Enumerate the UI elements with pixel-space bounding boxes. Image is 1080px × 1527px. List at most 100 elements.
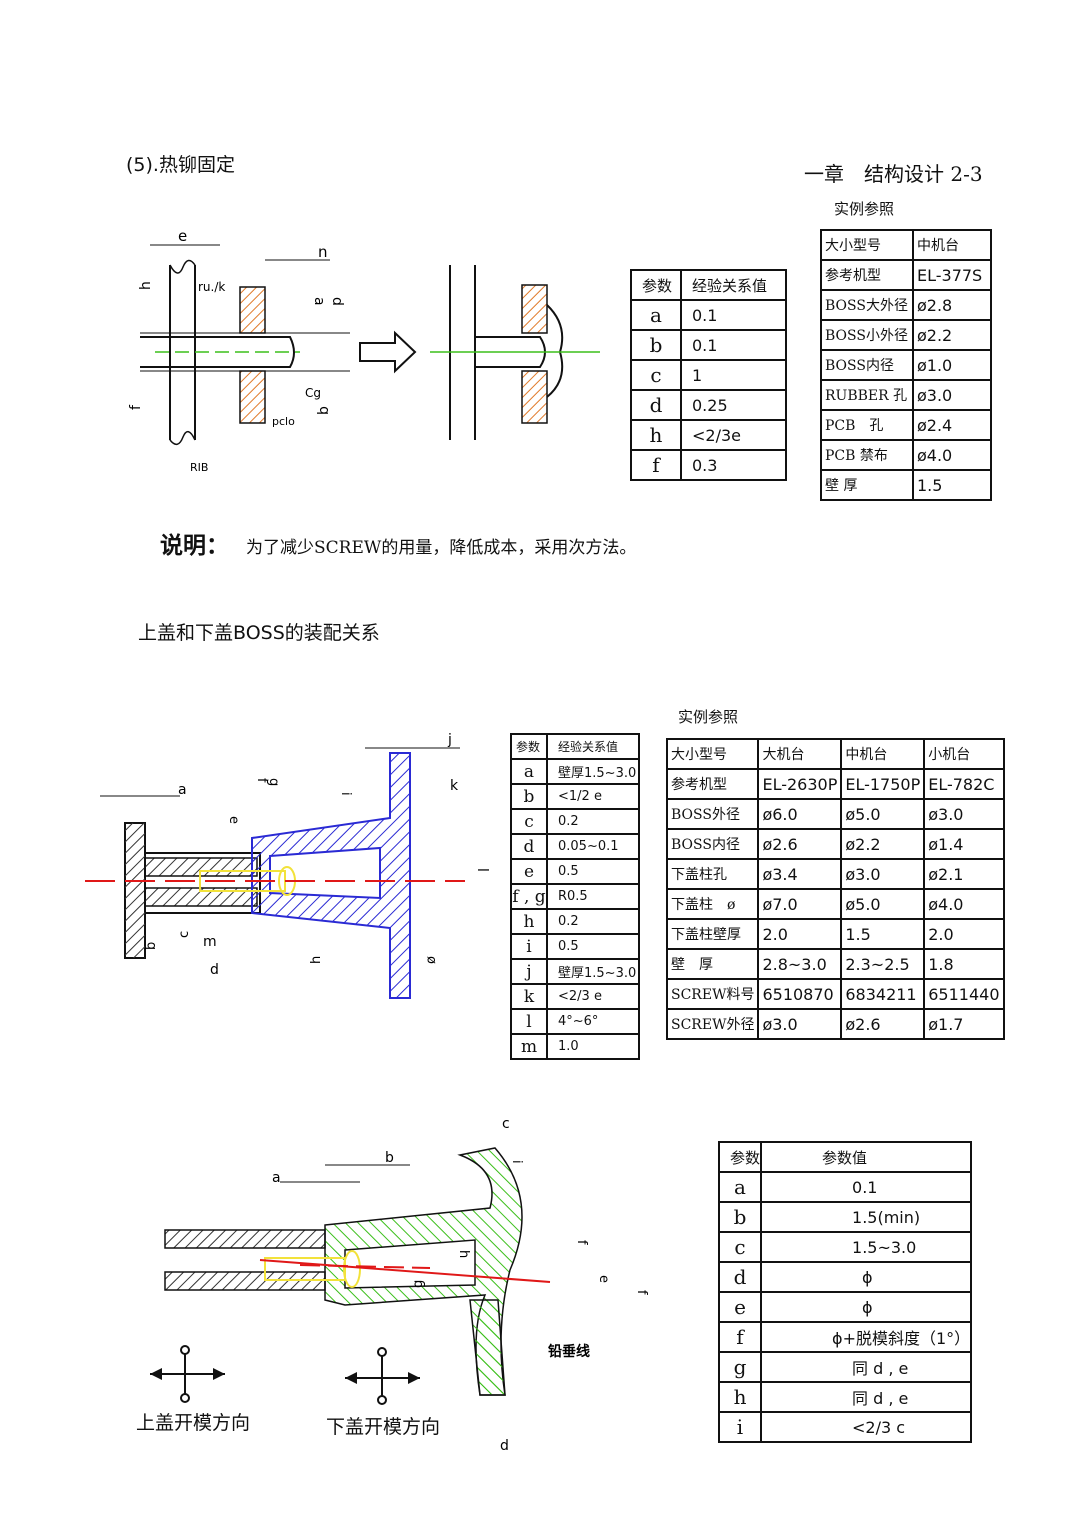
table-cell: c (630, 359, 682, 391)
table-cell: 0.2 (546, 808, 640, 835)
table-cell: h (510, 908, 548, 935)
svg-text:pclo: pclo (272, 415, 295, 428)
table-cell: e (717, 1291, 763, 1323)
svg-text:e: e (596, 1275, 611, 1283)
table-cell: ø3.0 (912, 379, 992, 411)
heat-rivet-diagram: e n h ru./k a d Cg f b pclo RIB (128, 227, 600, 474)
table-cell: c (510, 808, 548, 835)
table-cell: 下盖柱 ø (665, 888, 760, 920)
table-cell: ø2.1 (923, 858, 1005, 890)
svg-text:f: f (254, 778, 269, 783)
table-cell: 2.0 (923, 918, 1005, 950)
svg-text:RIB: RIB (190, 461, 208, 474)
svg-text:h: h (456, 1250, 471, 1258)
table-cell: b (630, 329, 682, 361)
table-cell: 参考机型 (820, 259, 914, 291)
table-cell: 参数 (510, 733, 548, 760)
table-cell: ϕ (760, 1261, 973, 1293)
svg-text:ru./k: ru./k (198, 280, 225, 294)
table-cell: 2.3~2.5 (840, 948, 926, 980)
table-cell: BOSS内径 (820, 349, 914, 381)
table-cell: ø1.0 (912, 349, 992, 381)
table-cell: d (510, 833, 548, 860)
table-cell: 小机台 (923, 738, 1005, 770)
table-cell: 大小型号 (665, 738, 760, 770)
table-cell: b (510, 783, 548, 810)
table-cell: ø4.0 (912, 439, 992, 471)
table-cell: ϕ (760, 1291, 973, 1323)
table-cell: i (510, 933, 548, 960)
table-cell: ø3.0 (840, 858, 926, 890)
svg-text:f: f (128, 404, 144, 410)
table-cell: 1.0 (546, 1033, 640, 1060)
table-cell: j (510, 958, 548, 985)
table-cell: ø4.0 (923, 888, 1005, 920)
section-heading-heat-rivet: (5).热铆固定 (126, 154, 235, 176)
svg-text:Cg: Cg (305, 386, 321, 400)
table-cell: ø2.2 (840, 828, 926, 860)
table-cell: ϕ+脱模斜度（1°） (760, 1321, 973, 1353)
table-cell: 大机台 (757, 738, 843, 770)
table-cell: 6834211 (840, 978, 926, 1010)
table-cell: 经验关系值 (546, 733, 640, 760)
table-cell: 壁 厚 (665, 948, 760, 980)
ref-caption-2: 实例参照 (678, 708, 739, 726)
table-cell: 下盖柱壁厚 (665, 918, 760, 950)
table-cell: BOSS内径 (665, 828, 760, 860)
table-cell: g (717, 1351, 763, 1383)
section-heading-boss-fit: 上盖和下盖BOSS的装配关系 (138, 622, 380, 644)
table-cell: c (717, 1231, 763, 1263)
table-cell: 0.5 (546, 933, 640, 960)
table-cell: 0.25 (680, 389, 787, 421)
table-cell: 大小型号 (820, 229, 914, 261)
svg-text:h: h (309, 956, 324, 964)
table-cell: f (717, 1321, 763, 1353)
table-cell: BOSS小外径 (820, 319, 914, 351)
table-cell: ø1.4 (923, 828, 1005, 860)
table-cell: <2/3 c (760, 1411, 973, 1443)
table-cell: a (717, 1171, 763, 1203)
lower-mold-direction: 下盖开模方向 (326, 1416, 441, 1438)
table-cell: ø1.7 (923, 1008, 1005, 1040)
table-cell: <2/3 e (546, 983, 640, 1010)
table-cell: m (510, 1033, 548, 1060)
table-cell: ø5.0 (840, 888, 926, 920)
table-cell: b (717, 1201, 763, 1233)
table-cell: i (717, 1411, 763, 1443)
boss-fit-diagram: a e f g j k i l b c m d h ø (85, 732, 490, 999)
svg-text:j: j (447, 732, 452, 748)
svg-text:b: b (316, 406, 332, 415)
table-cell: ø2.2 (912, 319, 992, 351)
table-cell: <2/3e (680, 419, 787, 451)
table-cell: 参数 (717, 1141, 763, 1173)
table-cell: ø3.4 (757, 858, 843, 890)
ref-caption-1: 实例参照 (834, 200, 895, 218)
table-cell: 0.1 (680, 329, 787, 361)
table-cell: ø6.0 (757, 798, 843, 830)
table-cell: ø2.8 (912, 289, 992, 321)
table-cell: 参数 (630, 269, 682, 301)
table-cell: 4°~6° (546, 1008, 640, 1035)
table-cell: 壁厚1.5~3.0 (546, 758, 640, 785)
table-cell: ø2.6 (757, 828, 843, 860)
svg-text:a: a (178, 782, 187, 798)
table-cell: 中机台 (912, 229, 992, 261)
table-cell: 0.05~0.1 (546, 833, 640, 860)
table-cell: 0.1 (680, 299, 787, 331)
table-cell: ø5.0 (840, 798, 926, 830)
svg-text:g: g (266, 778, 281, 786)
table-cell: PCB 禁布 (820, 439, 914, 471)
table-cell: ø3.0 (923, 798, 1005, 830)
table-cell: 1.8 (923, 948, 1005, 980)
table-cell: 同 d , e (760, 1351, 973, 1383)
table-cell: a (510, 758, 548, 785)
table-cell: 0.2 (546, 908, 640, 935)
table-cell: 0.3 (680, 449, 787, 481)
table-cell: BOSS外径 (665, 798, 760, 830)
table-cell: 同 d , e (760, 1381, 973, 1413)
table-cell: ø3.0 (757, 1008, 843, 1040)
table-cell: f (630, 449, 682, 481)
explain-text: 为了减少SCREW的用量，降低成本，采用次方法。 (246, 538, 637, 558)
